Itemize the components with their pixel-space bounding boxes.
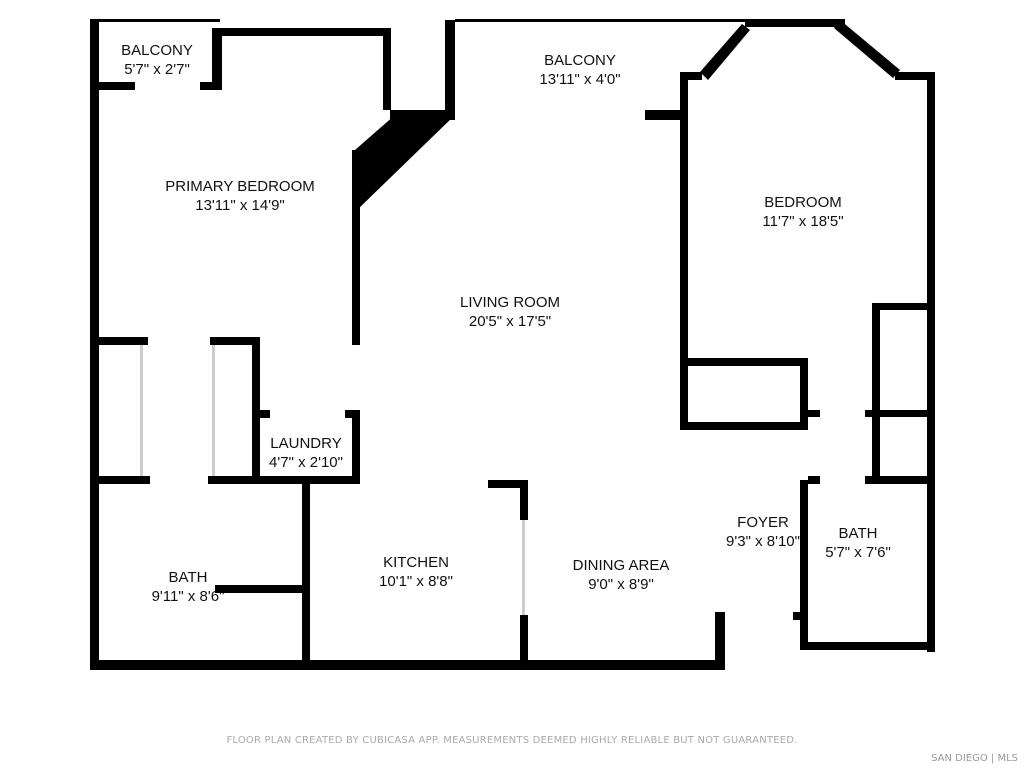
room-primary-bedroom: PRIMARY BEDROOM 13'11" x 14'9" [165,177,314,215]
room-size: 9'11" x 8'6" [151,588,225,605]
room-name: BALCONY [544,52,616,69]
room-name: KITCHEN [383,554,449,571]
room-kitchen: KITCHEN 10'1" x 8'8" [379,553,453,591]
room-size: 5'7" x 7'6" [825,544,891,561]
room-name: FOYER [737,514,789,531]
mls-logo: SAN DIEGO | MLS [931,753,1018,764]
room-size: 11'7" x 18'5" [762,213,844,230]
room-size: 9'0" x 8'9" [588,576,654,593]
room-balcony-small: BALCONY 5'7" x 2'7" [121,41,193,79]
room-bath-right: BATH 5'7" x 7'6" [825,524,891,562]
room-name: BATH [168,569,208,586]
room-name: BEDROOM [764,194,842,211]
room-size: 20'5" x 17'5" [468,313,552,330]
room-size: 13'11" x 4'0" [539,71,621,88]
room-dining-area: DINING AREA 9'0" x 8'9" [573,556,670,594]
room-size: 4'7" x 2'10" [269,454,343,471]
room-name: PRIMARY BEDROOM [165,178,315,195]
room-size: 5'7" x 2'7" [124,61,190,78]
room-name: BALCONY [121,42,193,59]
room-name: BATH [838,525,878,542]
room-foyer: FOYER 9'3" x 8'10" [726,513,800,551]
room-balcony-large: BALCONY 13'11" x 4'0" [539,51,620,89]
room-size: 9'3" x 8'10" [726,533,800,550]
room-living-room: LIVING ROOM 20'5" x 17'5" [460,293,560,331]
room-name: LIVING ROOM [459,294,561,311]
room-size: 13'11" x 14'9" [195,197,285,214]
room-size: 10'1" x 8'8" [379,573,453,590]
room-laundry: LAUNDRY 4'7" x 2'10" [269,434,343,472]
room-name: DINING AREA [572,557,670,574]
room-name: LAUNDRY [270,435,342,452]
room-bedroom: BEDROOM 11'7" x 18'5" [762,193,843,231]
disclaimer-footer: FLOOR PLAN CREATED BY CUBICASA APP. MEAS… [226,735,798,746]
room-bath-left: BATH 9'11" x 8'6" [152,568,225,606]
